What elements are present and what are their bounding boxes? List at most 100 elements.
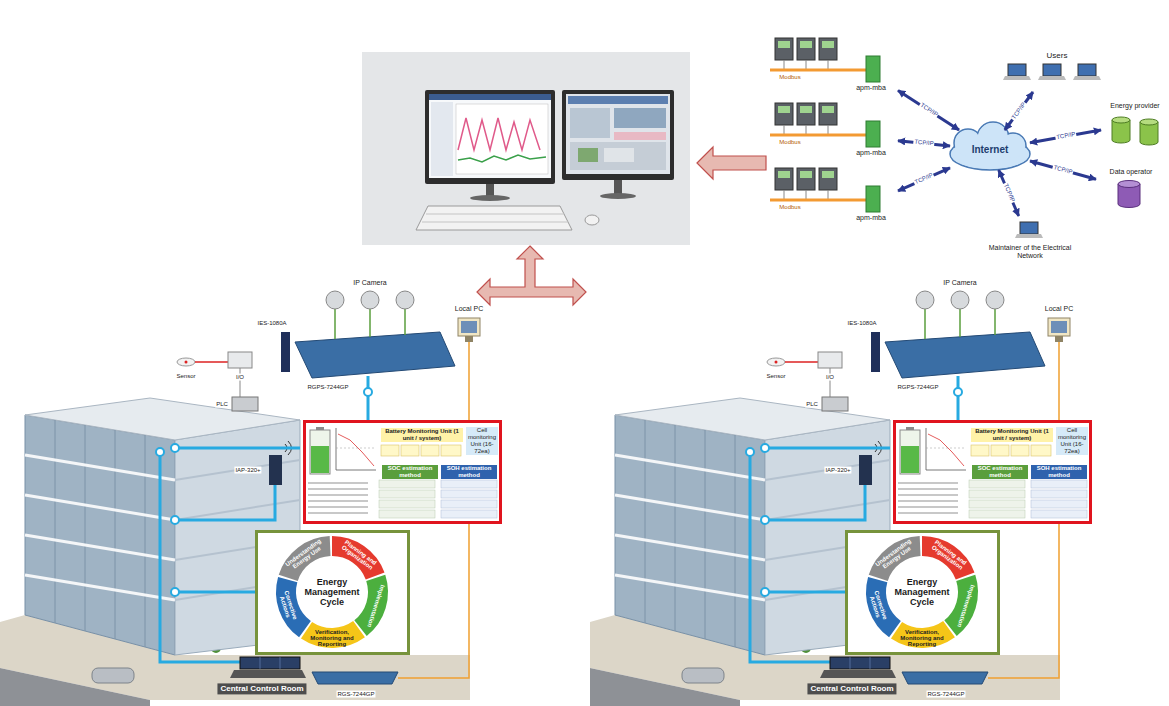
link-label: TCP/IP (1052, 164, 1074, 176)
meter-network (797, 38, 815, 60)
device-label: I/O (825, 374, 835, 381)
data-flow-arrow (477, 246, 586, 305)
link-label: TCP/IP (1001, 182, 1016, 204)
battery-monitoring-panel: Battery Monitoring Unit (1 unit / system… (303, 420, 502, 524)
meter-network (819, 103, 837, 125)
meter-network (778, 171, 790, 178)
method-heading: SOC estimation method (972, 465, 1028, 479)
device-model: IES-1080A (256, 320, 287, 327)
cycle-step: Understanding Energy Use (280, 535, 329, 575)
workstation (456, 104, 548, 174)
method-heading: SOH estimation method (441, 465, 497, 479)
workstation (458, 118, 540, 150)
device-model: RGPS-7244GP (896, 384, 939, 391)
laptop-icons (1078, 64, 1096, 76)
device-label: IP Camera (942, 279, 977, 287)
gateway-node: apm-mba (846, 182, 896, 224)
device-label: PLC (805, 401, 819, 408)
room-label: Central Control Room (807, 683, 896, 694)
workstation (429, 94, 551, 178)
workstation (362, 52, 690, 245)
meter-network (778, 41, 790, 48)
workstation (562, 90, 674, 180)
data-operator: Data operator (1098, 166, 1164, 212)
cycle-step: Verification, Monitoring and Reporting (302, 629, 362, 647)
data-flow-arrow (477, 147, 766, 305)
device-model: IAP-320+ (824, 467, 851, 474)
battery-monitoring-panel: Battery Monitoring Unit (1 unit / system… (893, 420, 1092, 524)
meter-network (800, 106, 812, 113)
database-icons (1112, 117, 1130, 123)
energy-provider: Energy provider (1103, 100, 1167, 148)
protocol-label: Modbus (778, 139, 801, 146)
meter-network (770, 38, 880, 212)
meter-network (778, 106, 790, 113)
link-label: TCP/IP (913, 172, 935, 187)
gateway-label: apm-mba (847, 214, 895, 222)
unit-heading: Cell monitoring Unit (16-72ea) (1056, 427, 1088, 455)
gateway-node: apm-mba (846, 117, 896, 159)
cycle-step: Planning and Organization (924, 534, 975, 575)
meter-network (822, 171, 834, 178)
meter-network (800, 171, 812, 178)
laptop-icons (1008, 64, 1026, 76)
cycle-title: Energy Management Cycle (301, 577, 363, 608)
laptop-icons (1015, 234, 1043, 238)
cycle-title: Energy Management Cycle (891, 577, 953, 608)
workstation (362, 52, 690, 245)
unit-heading: Battery Monitoring Unit (1 unit / system… (381, 428, 463, 442)
workstation (614, 180, 622, 194)
database-icons (1112, 117, 1158, 208)
link-label: TCP/IP (918, 102, 940, 119)
cycle-step: Understanding Energy Use (870, 535, 919, 575)
party-label: Maintainer of the Electrical Network (980, 244, 1080, 260)
laptop-icons (1038, 76, 1066, 80)
workstation (486, 184, 494, 196)
tcp-ip-link (999, 170, 1019, 216)
protocol-label: Modbus (778, 74, 801, 81)
user-group: Users (995, 48, 1105, 90)
unit-heading: Cell monitoring Unit (16-72ea) (466, 427, 498, 455)
meter-network (866, 56, 880, 82)
link-label: TCP/IP (1010, 100, 1028, 121)
meter-network (819, 168, 837, 190)
party-label: Energy provider (1104, 102, 1166, 110)
protocol-label: Modbus (778, 204, 801, 211)
workstation (585, 215, 599, 225)
workstation (426, 214, 564, 215)
workstation (431, 102, 453, 176)
meter-network (800, 41, 812, 48)
workstation (600, 193, 636, 199)
workstation (604, 148, 634, 162)
meter-network (770, 134, 866, 137)
workstation (416, 206, 572, 230)
room-label: Central Control Room (217, 683, 306, 694)
device-model: IAP-320+ (234, 467, 261, 474)
device-label: Sensor (175, 373, 196, 380)
device-label: IP Camera (352, 279, 387, 287)
workstation (429, 94, 551, 100)
cycle-step: Verification, Monitoring and Reporting (892, 629, 952, 647)
workstation (566, 94, 670, 174)
meter-network (770, 69, 866, 72)
meter-network (775, 168, 793, 190)
internet-cloud: Internet (952, 132, 1028, 168)
internet-cloud-shape (950, 122, 1030, 170)
device-label: Sensor (765, 373, 786, 380)
cycle-step: Implementation (954, 577, 978, 634)
tcp-ip-link (898, 168, 950, 191)
device-label: Local PC (454, 305, 484, 313)
meter-network (797, 168, 815, 190)
tcp-ip-link (1030, 161, 1096, 179)
device-label: Local PC (1044, 305, 1074, 313)
laptop-icons (1043, 64, 1061, 76)
meter-network (775, 38, 793, 60)
workstation (614, 132, 666, 140)
workstation (614, 108, 666, 128)
workstation (470, 195, 510, 201)
link-label: TCP/IP (913, 139, 935, 148)
meter-network (866, 186, 880, 212)
